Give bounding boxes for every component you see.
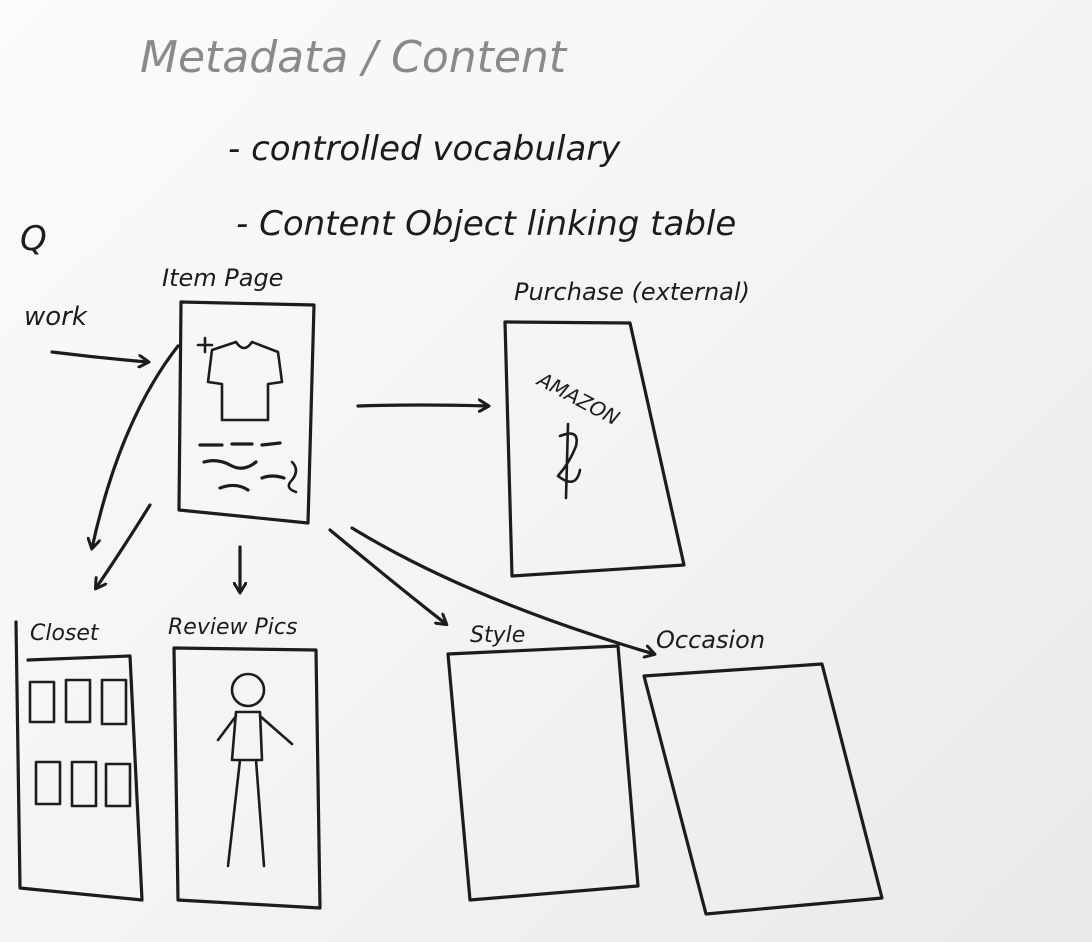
arrow-item-to-occasion (350, 526, 654, 654)
arrow-item-to-style (328, 528, 446, 624)
closet-item-thumbnails (28, 678, 132, 808)
arrow-item-to-closet (92, 344, 180, 548)
entry-arrow (50, 350, 148, 362)
purchase-label: Purchase (external) (514, 278, 750, 306)
q-marker: Q (20, 219, 47, 259)
arrow-item-to-closet-secondary (96, 503, 152, 588)
review-pics-label: Review Pics (168, 615, 297, 640)
person-icon (216, 672, 294, 868)
style-label: Style (470, 623, 525, 648)
review-pics-box (172, 646, 322, 910)
dollar-icon (556, 422, 582, 500)
occasion-label: Occasion (656, 626, 765, 654)
item-page-label: Item Page (162, 264, 283, 292)
entry-label-work: work (24, 302, 88, 332)
diagram-title: Metadata / Content (140, 32, 568, 83)
closet-box (14, 620, 144, 902)
price-icon (287, 460, 298, 494)
note-content-object-linking-table: - Content Object linking table (236, 204, 736, 244)
closet-label: Closet (30, 621, 100, 646)
purchase-box (503, 320, 686, 578)
item-description-lines (198, 441, 286, 492)
style-box (446, 644, 640, 902)
amazon-label: AMAZON (532, 366, 624, 430)
item-page-box (177, 300, 316, 525)
shirt-icon (206, 340, 284, 422)
note-controlled-vocabulary: - controlled vocabulary (228, 129, 621, 169)
occasion-box (642, 662, 884, 916)
arrow-item-to-purchase (356, 405, 488, 406)
